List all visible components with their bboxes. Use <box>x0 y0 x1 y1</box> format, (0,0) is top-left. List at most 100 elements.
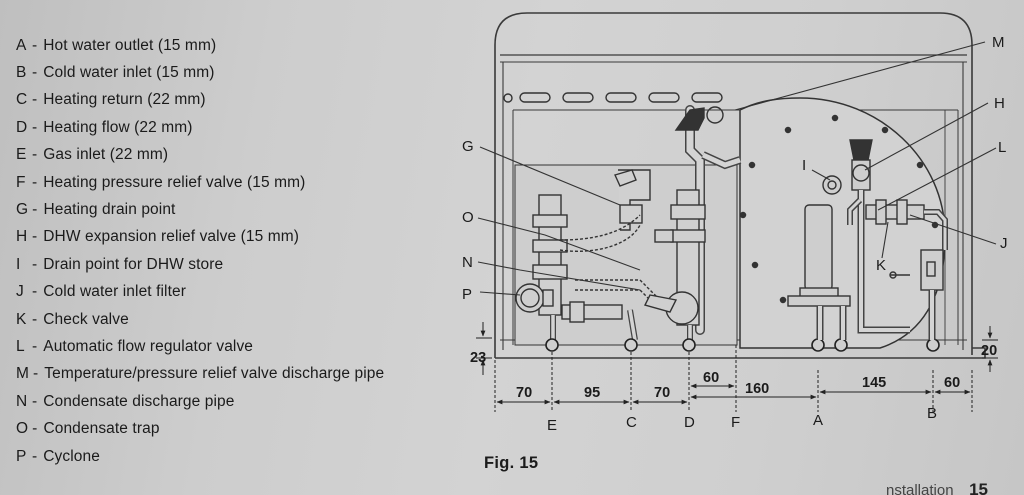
legend-text: Condensate discharge pipe <box>43 392 235 410</box>
legend-text: Hot water outlet (15 mm) <box>43 36 217 54</box>
legend-item-j: J-Cold water inlet filter <box>16 279 466 306</box>
figure-caption: Fig. 15 <box>484 454 539 472</box>
dimension-lines <box>476 322 998 412</box>
connection-labels: E C D F A B <box>547 405 937 434</box>
dim-70-left: 70 <box>516 385 532 401</box>
callout-k: K <box>876 257 886 274</box>
legend-separator: - <box>32 173 38 191</box>
legend-text: Gas inlet (22 mm) <box>43 146 169 164</box>
legend-key: D <box>16 118 28 136</box>
hydraulic-block <box>514 105 742 346</box>
connection-f: F <box>731 414 740 431</box>
legend-text: Heating return (22 mm) <box>43 91 206 109</box>
callout-i: I <box>802 157 806 174</box>
legend-item-i: I-Drain point for DHW store <box>16 251 466 278</box>
legend-item-o: O-Condensate trap <box>16 415 466 442</box>
legend-text: Temperature/pressure relief valve discha… <box>44 365 385 383</box>
legend-item-l: L-Automatic flow regulator valve <box>16 333 466 360</box>
connection-e: E <box>547 417 557 434</box>
dim-60-right: 60 <box>944 375 960 391</box>
callout-m: M <box>992 34 1005 51</box>
legend-text: Heating drain point <box>43 201 176 219</box>
legend-separator: - <box>32 64 38 82</box>
legend-text: Cold water inlet filter <box>43 283 186 301</box>
callout-g: G <box>462 138 474 155</box>
legend-key: A <box>16 36 27 54</box>
legend-key: I <box>16 255 21 273</box>
footer-section-text: nstallation <box>886 482 954 495</box>
legend-separator: - <box>32 118 38 136</box>
legend-item-m: M-Temperature/pressure relief valve disc… <box>16 361 466 388</box>
dimension-values: 70 95 70 60 160 145 60 23 20 <box>470 343 997 401</box>
dhw-pipework <box>787 139 948 340</box>
callout-l: L <box>998 139 1006 156</box>
legend-key: F <box>16 173 26 191</box>
legend-text: Cyclone <box>43 447 100 465</box>
legend-key: M <box>16 365 30 383</box>
dim-160: 160 <box>745 381 769 397</box>
legend-key: L <box>16 337 25 355</box>
dim-20: 20 <box>981 343 997 359</box>
connection-b: B <box>927 405 937 422</box>
legend-key: B <box>16 64 27 82</box>
legend-text: Drain point for DHW store <box>43 255 224 273</box>
legend-text: DHW expansion relief valve (15 mm) <box>43 228 300 246</box>
legend-separator: - <box>32 36 38 54</box>
legend-key: P <box>16 447 27 465</box>
legend-key: O <box>16 420 29 438</box>
legend-key: H <box>16 228 28 246</box>
component-legend: A-Hot water outlet (15 mm) B-Cold water … <box>16 32 466 470</box>
callout-n: N <box>462 254 473 271</box>
legend-item-n: N-Condensate discharge pipe <box>16 388 466 415</box>
legend-item-p: P-Cyclone <box>16 443 466 470</box>
legend-key: C <box>16 91 28 109</box>
legend-item-h: H-DHW expansion relief valve (15 mm) <box>16 224 466 251</box>
legend-key: N <box>16 392 28 410</box>
legend-text: Heating flow (22 mm) <box>43 118 193 136</box>
legend-separator: - <box>32 447 38 465</box>
legend-item-g: G-Heating drain point <box>16 196 466 223</box>
legend-separator: - <box>32 146 38 164</box>
dim-70-mid: 70 <box>654 385 670 401</box>
dim-23: 23 <box>470 350 486 366</box>
callout-h: H <box>994 95 1005 112</box>
legend-key: K <box>16 310 27 328</box>
legend-key: E <box>16 146 27 164</box>
legend-text: Condensate trap <box>43 420 160 438</box>
legend-key: J <box>16 283 24 301</box>
legend-separator: - <box>32 91 38 109</box>
boiler-casing <box>494 12 986 359</box>
legend-item-c: C-Heating return (22 mm) <box>16 87 466 114</box>
legend-text: Cold water inlet (15 mm) <box>43 64 215 82</box>
callout-o: O <box>462 209 474 226</box>
legend-text: Automatic flow regulator valve <box>43 337 254 355</box>
legend-item-e: E-Gas inlet (22 mm) <box>16 142 466 169</box>
legend-separator: - <box>32 283 38 301</box>
legend-separator: - <box>32 310 38 328</box>
legend-item-f: F-Heating pressure relief valve (15 mm) <box>16 169 466 196</box>
legend-separator: - <box>32 392 38 410</box>
legend-separator: - <box>32 201 38 219</box>
legend-item-b: B-Cold water inlet (15 mm) <box>16 59 466 86</box>
dim-95: 95 <box>584 385 600 401</box>
connection-a: A <box>813 412 823 429</box>
legend-separator: - <box>32 337 38 355</box>
legend-item-d: D-Heating flow (22 mm) <box>16 114 466 141</box>
callout-leaders <box>477 41 997 296</box>
legend-separator: - <box>32 255 38 273</box>
legend-text: Check valve <box>43 310 129 328</box>
callout-j: J <box>1000 235 1008 252</box>
dim-60-left: 60 <box>703 370 719 386</box>
legend-separator: - <box>33 365 39 383</box>
dim-145: 145 <box>862 375 886 391</box>
legend-separator: - <box>32 228 38 246</box>
legend-item-a: A-Hot water outlet (15 mm) <box>16 32 466 59</box>
connection-c: C <box>626 414 637 431</box>
callout-labels: G O N P M H L I J K <box>462 34 1008 303</box>
vent-slots <box>503 92 724 124</box>
connection-d: D <box>684 414 695 431</box>
legend-text: Heating pressure relief valve (15 mm) <box>43 173 306 191</box>
page-footer: nstallation 15 <box>790 480 1024 495</box>
